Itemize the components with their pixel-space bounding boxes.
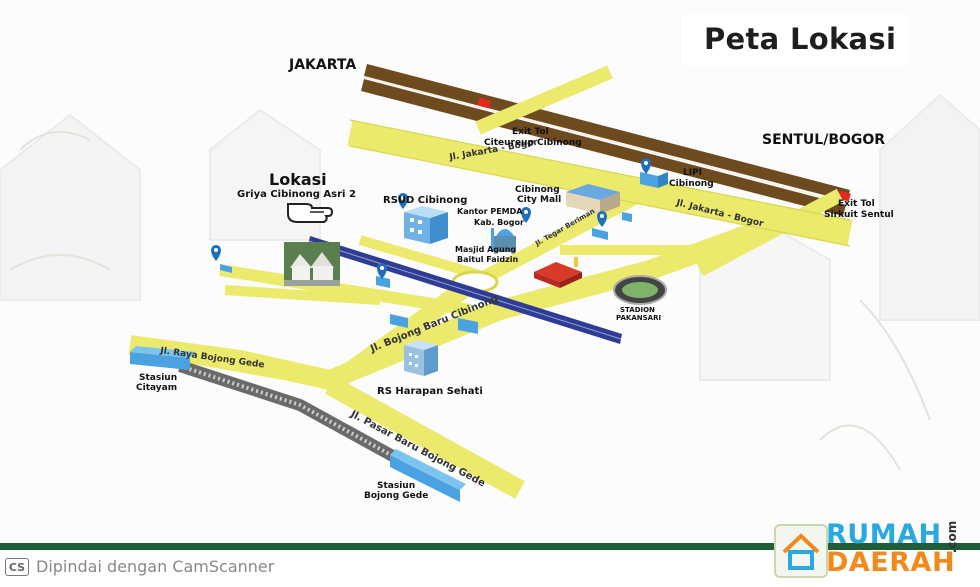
label-exit-tol-citeureup: Exit Tol bbox=[512, 127, 549, 137]
brand-house-icon bbox=[774, 524, 828, 578]
label-sirkuit-sentul: Sirkuit Sentul bbox=[824, 210, 894, 220]
map-pin-icon bbox=[641, 158, 651, 174]
government-office-icon bbox=[534, 257, 582, 288]
label-rs-harapan-sehati: RS Harapan Sehati bbox=[377, 386, 483, 397]
brand-com: .com bbox=[945, 520, 960, 554]
label-lokasi: Lokasi bbox=[269, 170, 327, 189]
brand-rumah: RUMAH bbox=[826, 519, 942, 550]
map-pin-icon bbox=[597, 211, 607, 227]
leaf-decoration bbox=[9, 131, 931, 471]
label-stasiun-citayam-1: Stasiun bbox=[139, 373, 178, 383]
hospital-icon bbox=[404, 206, 448, 244]
label-lipi-2: Cibinong bbox=[669, 179, 714, 189]
label-pemda-1: Kantor PEMDA bbox=[457, 207, 523, 216]
label-sentul-bogor: SENTUL/BOGOR bbox=[762, 132, 886, 148]
label-lokasi-name: Griya Cibinong Asri 2 bbox=[237, 189, 356, 200]
label-mall-1: Cibinong bbox=[515, 185, 560, 195]
label-mall-2: City Mall bbox=[517, 195, 562, 205]
page-title: Peta Lokasi bbox=[704, 22, 897, 56]
label-lipi-1: LIPI bbox=[683, 168, 703, 178]
mall-icon bbox=[566, 184, 620, 214]
map-pin-icon bbox=[398, 193, 408, 209]
camscanner-logo: CS bbox=[5, 558, 29, 576]
title-box: Peta Lokasi bbox=[682, 14, 908, 66]
stadium-icon bbox=[613, 275, 667, 305]
label-stasiun-bojong-2: Bojong Gede bbox=[364, 491, 429, 501]
small-building-icons bbox=[220, 212, 632, 334]
label-stasiun-bojong-1: Stasiun bbox=[377, 481, 416, 491]
camscanner-text: Dipindai dengan CamScanner bbox=[36, 557, 275, 576]
station-icon bbox=[130, 346, 196, 370]
background-houses bbox=[0, 93, 980, 381]
label-exit-tol-sentul: Exit Tol bbox=[838, 199, 875, 209]
grey-railway bbox=[178, 360, 403, 466]
pointing-hand-icon bbox=[287, 203, 334, 223]
mosque-icon bbox=[491, 228, 516, 252]
map-pin-icon bbox=[521, 207, 531, 223]
toll-road bbox=[361, 64, 851, 216]
house-icon bbox=[284, 242, 340, 286]
building-icon bbox=[640, 172, 668, 188]
label-stadion-1: STADION bbox=[620, 306, 655, 314]
map-pin-icon bbox=[211, 245, 221, 261]
label-masjid-2: Baitul Faidzin bbox=[457, 255, 519, 264]
label-stasiun-citayam-2: Citayam bbox=[136, 383, 178, 393]
label-pemda-2: Kab. Bogor bbox=[474, 218, 524, 227]
brand-daerah: DAERAH bbox=[826, 547, 956, 578]
footer-divider bbox=[0, 543, 980, 550]
label-stadion-2: PAKANSARI bbox=[616, 314, 662, 322]
label-masjid-1: Masjid Agung bbox=[455, 245, 517, 254]
roads bbox=[128, 65, 853, 499]
hospital-icon bbox=[404, 340, 438, 376]
label-rsud: RSUD Cibinong bbox=[383, 195, 468, 206]
label-jakarta: JAKARTA bbox=[289, 57, 357, 73]
label-citeureup-cibinong: Citeureup Cibinong bbox=[484, 138, 582, 148]
station-icon bbox=[390, 449, 466, 502]
railway bbox=[308, 236, 622, 344]
map-pin-icon bbox=[377, 263, 387, 279]
